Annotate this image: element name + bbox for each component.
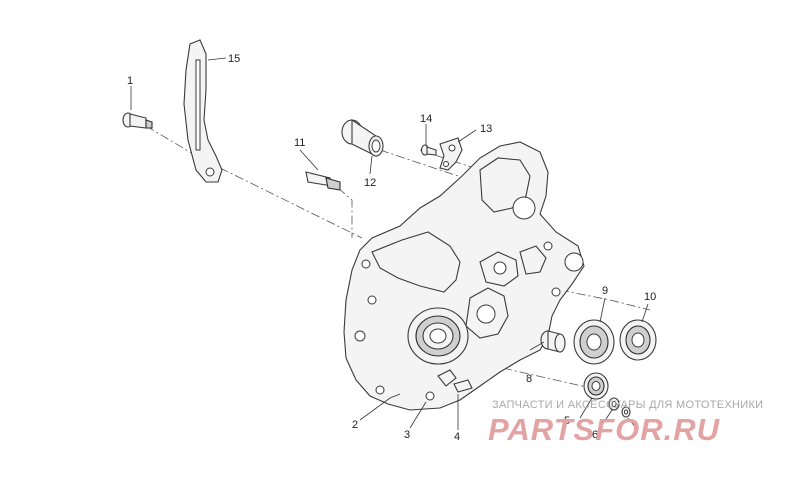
circlip (621, 406, 631, 418)
crankcase-half (343, 141, 585, 411)
callout-3: 3 (404, 429, 410, 441)
sleeve (540, 330, 566, 353)
callout-13: 13 (480, 123, 492, 135)
ball-bearing-10 (619, 319, 657, 361)
callout-4: 4 (454, 431, 460, 443)
callout-2: 2 (352, 419, 358, 431)
callout-12: 12 (364, 177, 376, 189)
stud-bolt (305, 171, 341, 191)
callout-10: 10 (644, 291, 656, 303)
callout-14: 14 (420, 113, 432, 125)
chain-guide (183, 39, 223, 183)
bracket (439, 137, 463, 171)
callout-15: 15 (228, 53, 240, 65)
dowel-and-bolt (437, 369, 473, 393)
callout-6: 6 (592, 429, 598, 441)
small-bearing (583, 372, 609, 400)
leader-lines (130, 57, 649, 430)
watermark: ЗАПЧАСТИ И АКСЕССУАРЫ ДЛЯ МОТОТЕХНИКИ PA… (488, 399, 763, 447)
watermark-tagline: ЗАПЧАСТИ И АКСЕССУАРЫ ДЛЯ МОТОТЕХНИКИ (492, 399, 763, 411)
bushing-sleeve (341, 118, 384, 157)
callout-5: 5 (564, 415, 570, 427)
main-bearing (407, 307, 469, 365)
watermark-site: PARTSFOR.RU (488, 412, 721, 447)
callout-1: 1 (127, 75, 133, 87)
callout-8: 8 (526, 373, 532, 385)
callout-labels: 1 2 3 4 5 6 7 8 9 10 11 12 13 14 15 (127, 53, 656, 443)
small-screw (420, 144, 437, 156)
washer (608, 397, 620, 411)
ball-bearing-9 (573, 319, 615, 365)
callout-11: 11 (294, 137, 305, 149)
callout-7: 7 (642, 429, 648, 441)
callout-9: 9 (602, 285, 608, 297)
pivot-bolt (122, 112, 153, 129)
